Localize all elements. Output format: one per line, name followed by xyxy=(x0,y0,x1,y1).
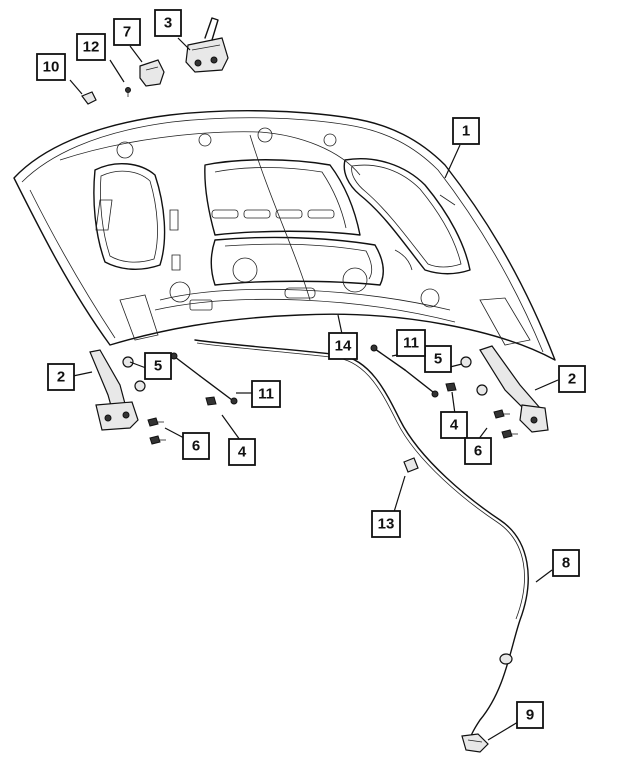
callout-14-label: 14 xyxy=(335,338,352,355)
left-hood-hinge xyxy=(89,349,139,431)
hinge-bolt-set-right xyxy=(493,409,518,439)
callout-6-right-label: 6 xyxy=(474,443,482,460)
hood-release-cable xyxy=(194,339,529,746)
callout-1: 1 xyxy=(452,117,480,145)
callout-11-right: 11 xyxy=(396,329,426,357)
callout-2-left-label: 2 xyxy=(57,369,65,386)
small-screw xyxy=(125,87,131,97)
right-gas-strut xyxy=(370,344,439,398)
right-hood-hinge xyxy=(479,345,549,433)
callout-5-right-label: 5 xyxy=(434,351,442,368)
callout-8-label: 8 xyxy=(562,555,570,572)
callout-10-label: 10 xyxy=(43,59,60,76)
striker-bracket xyxy=(139,59,165,87)
bumper-stop xyxy=(81,91,97,105)
hinge-nut-set-left xyxy=(122,356,146,392)
callout-6-right: 6 xyxy=(464,437,492,465)
callout-2-right: 2 xyxy=(558,365,586,393)
callout-3-label: 3 xyxy=(164,15,172,32)
callout-13: 13 xyxy=(371,510,401,538)
callout-5-left-label: 5 xyxy=(154,358,162,375)
callout-8: 8 xyxy=(552,549,580,577)
cable-clip xyxy=(403,457,419,473)
callout-4-left-label: 4 xyxy=(238,444,247,461)
callout-5-left: 5 xyxy=(144,352,172,380)
callout-2-right-label: 2 xyxy=(568,371,576,388)
callout-9-label: 9 xyxy=(526,707,534,724)
hood-latch xyxy=(185,17,229,73)
callout-6-left-label: 6 xyxy=(192,438,200,455)
callout-11-right-label: 11 xyxy=(403,335,419,352)
callout-7-label: 7 xyxy=(123,24,131,41)
hood-release-handle xyxy=(461,733,489,753)
hood-panel xyxy=(13,110,556,361)
callout-13-label: 13 xyxy=(378,516,395,533)
callout-5-right: 5 xyxy=(424,345,452,373)
callout-4-left: 4 xyxy=(228,438,256,466)
callout-2-left: 2 xyxy=(47,363,75,391)
callout-12: 12 xyxy=(76,33,106,61)
strut-stud-right xyxy=(445,382,457,392)
left-gas-strut xyxy=(170,352,238,405)
callout-12-label: 12 xyxy=(83,39,100,56)
hinge-nut-set-right xyxy=(460,356,488,396)
hinge-bolt-set-left xyxy=(147,417,166,445)
strut-stud-left xyxy=(205,396,217,406)
callout-4-right-label: 4 xyxy=(450,417,459,434)
callout-1-label: 1 xyxy=(462,123,470,140)
callout-14: 14 xyxy=(328,332,358,360)
callout-11-left: 11 xyxy=(251,380,281,408)
callout-6-left: 6 xyxy=(182,432,210,460)
callout-11-left-label: 11 xyxy=(258,386,274,403)
callout-10: 10 xyxy=(36,53,66,81)
callout-7: 7 xyxy=(113,18,141,46)
callout-3: 3 xyxy=(154,9,182,37)
callout-4-right: 4 xyxy=(440,411,468,439)
callout-9: 9 xyxy=(516,701,544,729)
